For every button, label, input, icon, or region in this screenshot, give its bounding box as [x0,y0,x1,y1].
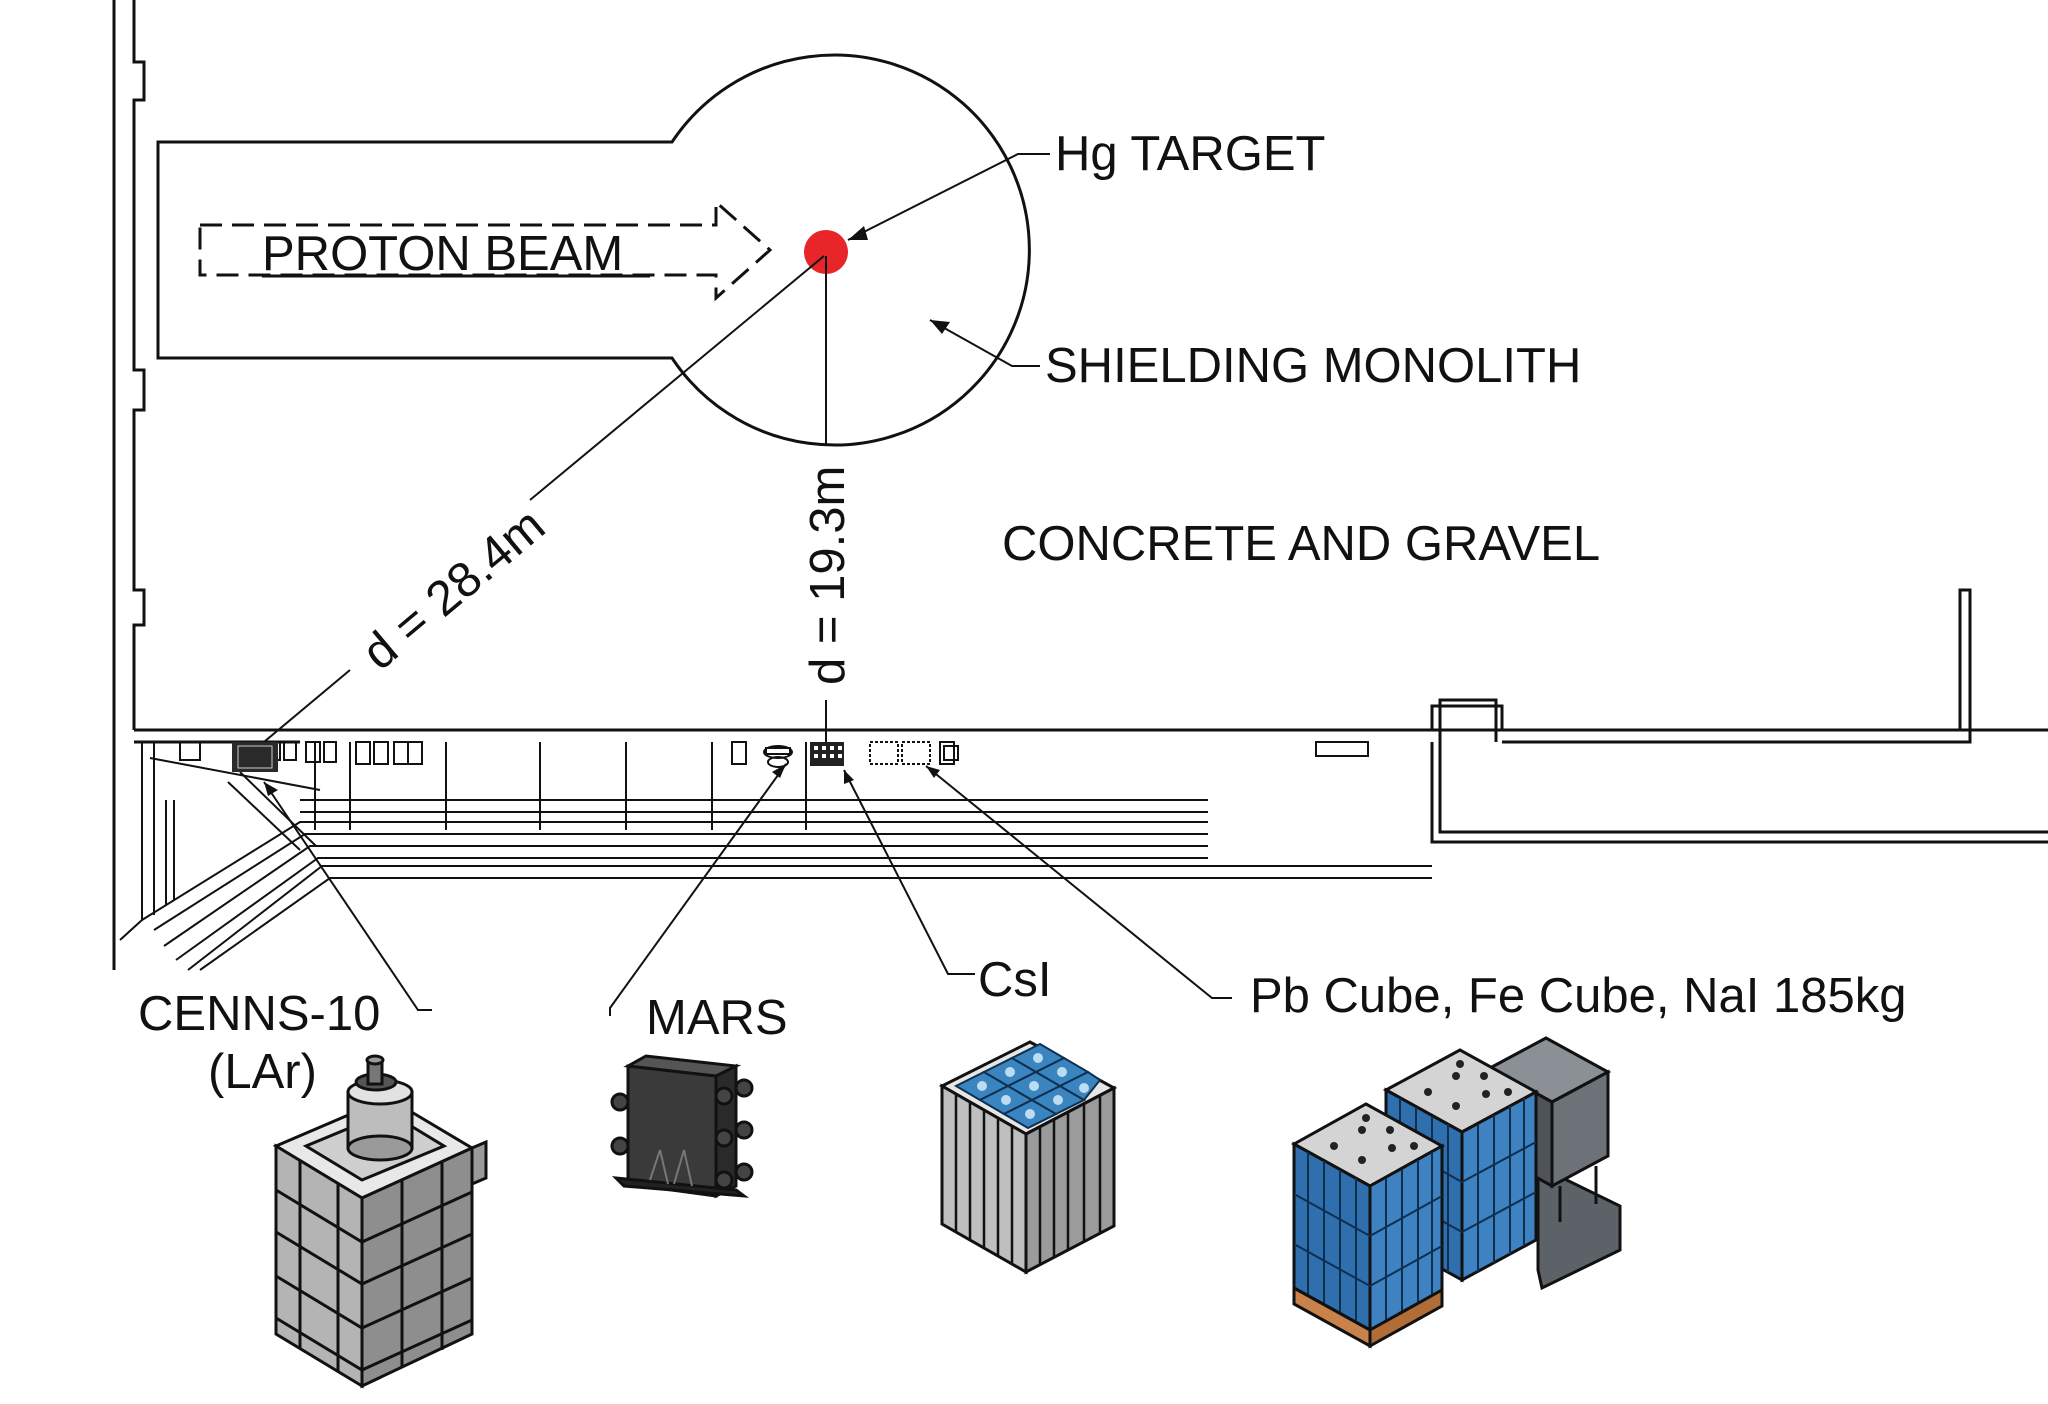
mars-location-marker [763,745,793,768]
shielding-monolith-label: SHIELDING MONOLITH [1045,339,1581,393]
concrete-gravel-label: CONCRETE AND GRAVEL [1002,517,1600,571]
mars-label: MARS [646,991,788,1045]
monolith-outline [156,53,1031,447]
mars-arrowhead [772,764,786,778]
cenns-location-marker [232,742,278,772]
mars-detector-illustration [610,1054,754,1199]
csi-arrowhead [844,770,854,784]
pb-fe-nai-arrowhead [926,766,940,778]
hg-target-label: Hg TARGET [1055,127,1325,181]
pb-fe-nai-illustration [1290,1036,1622,1349]
cenns-10-detector-illustration [272,1054,488,1389]
distance-label-diagonal: d = 28.4m [352,498,555,680]
shielding-monolith-arrowhead [930,320,950,334]
shielding-monolith-leader [929,319,1040,367]
distance-line-diagonal [529,255,825,501]
csi-label: CsI [978,953,1052,1007]
pb-cube [1290,1102,1446,1349]
pb-fe-nai-label: Pb Cube, Fe Cube, NaI 185kg [1250,969,1906,1023]
pb-fe-nai-location-marker [869,741,931,765]
proton-beam-label: PROTON BEAM [262,227,623,281]
csi-location-marker [810,742,844,766]
distance-label-vertical: d = 19.3m [801,466,855,685]
hg-target-leader [847,153,1050,241]
detector-leaders [263,763,1232,1016]
basement-corridor [119,741,1432,971]
building-outline [112,0,2048,970]
cenns-label-line1: CENNS-10 [138,987,380,1041]
cenns-arrowhead [264,782,278,796]
csi-detector-illustration [938,1040,1118,1275]
cenns-label-line2: (LAr) [208,1045,317,1099]
hg-target-arrowhead [848,226,868,240]
